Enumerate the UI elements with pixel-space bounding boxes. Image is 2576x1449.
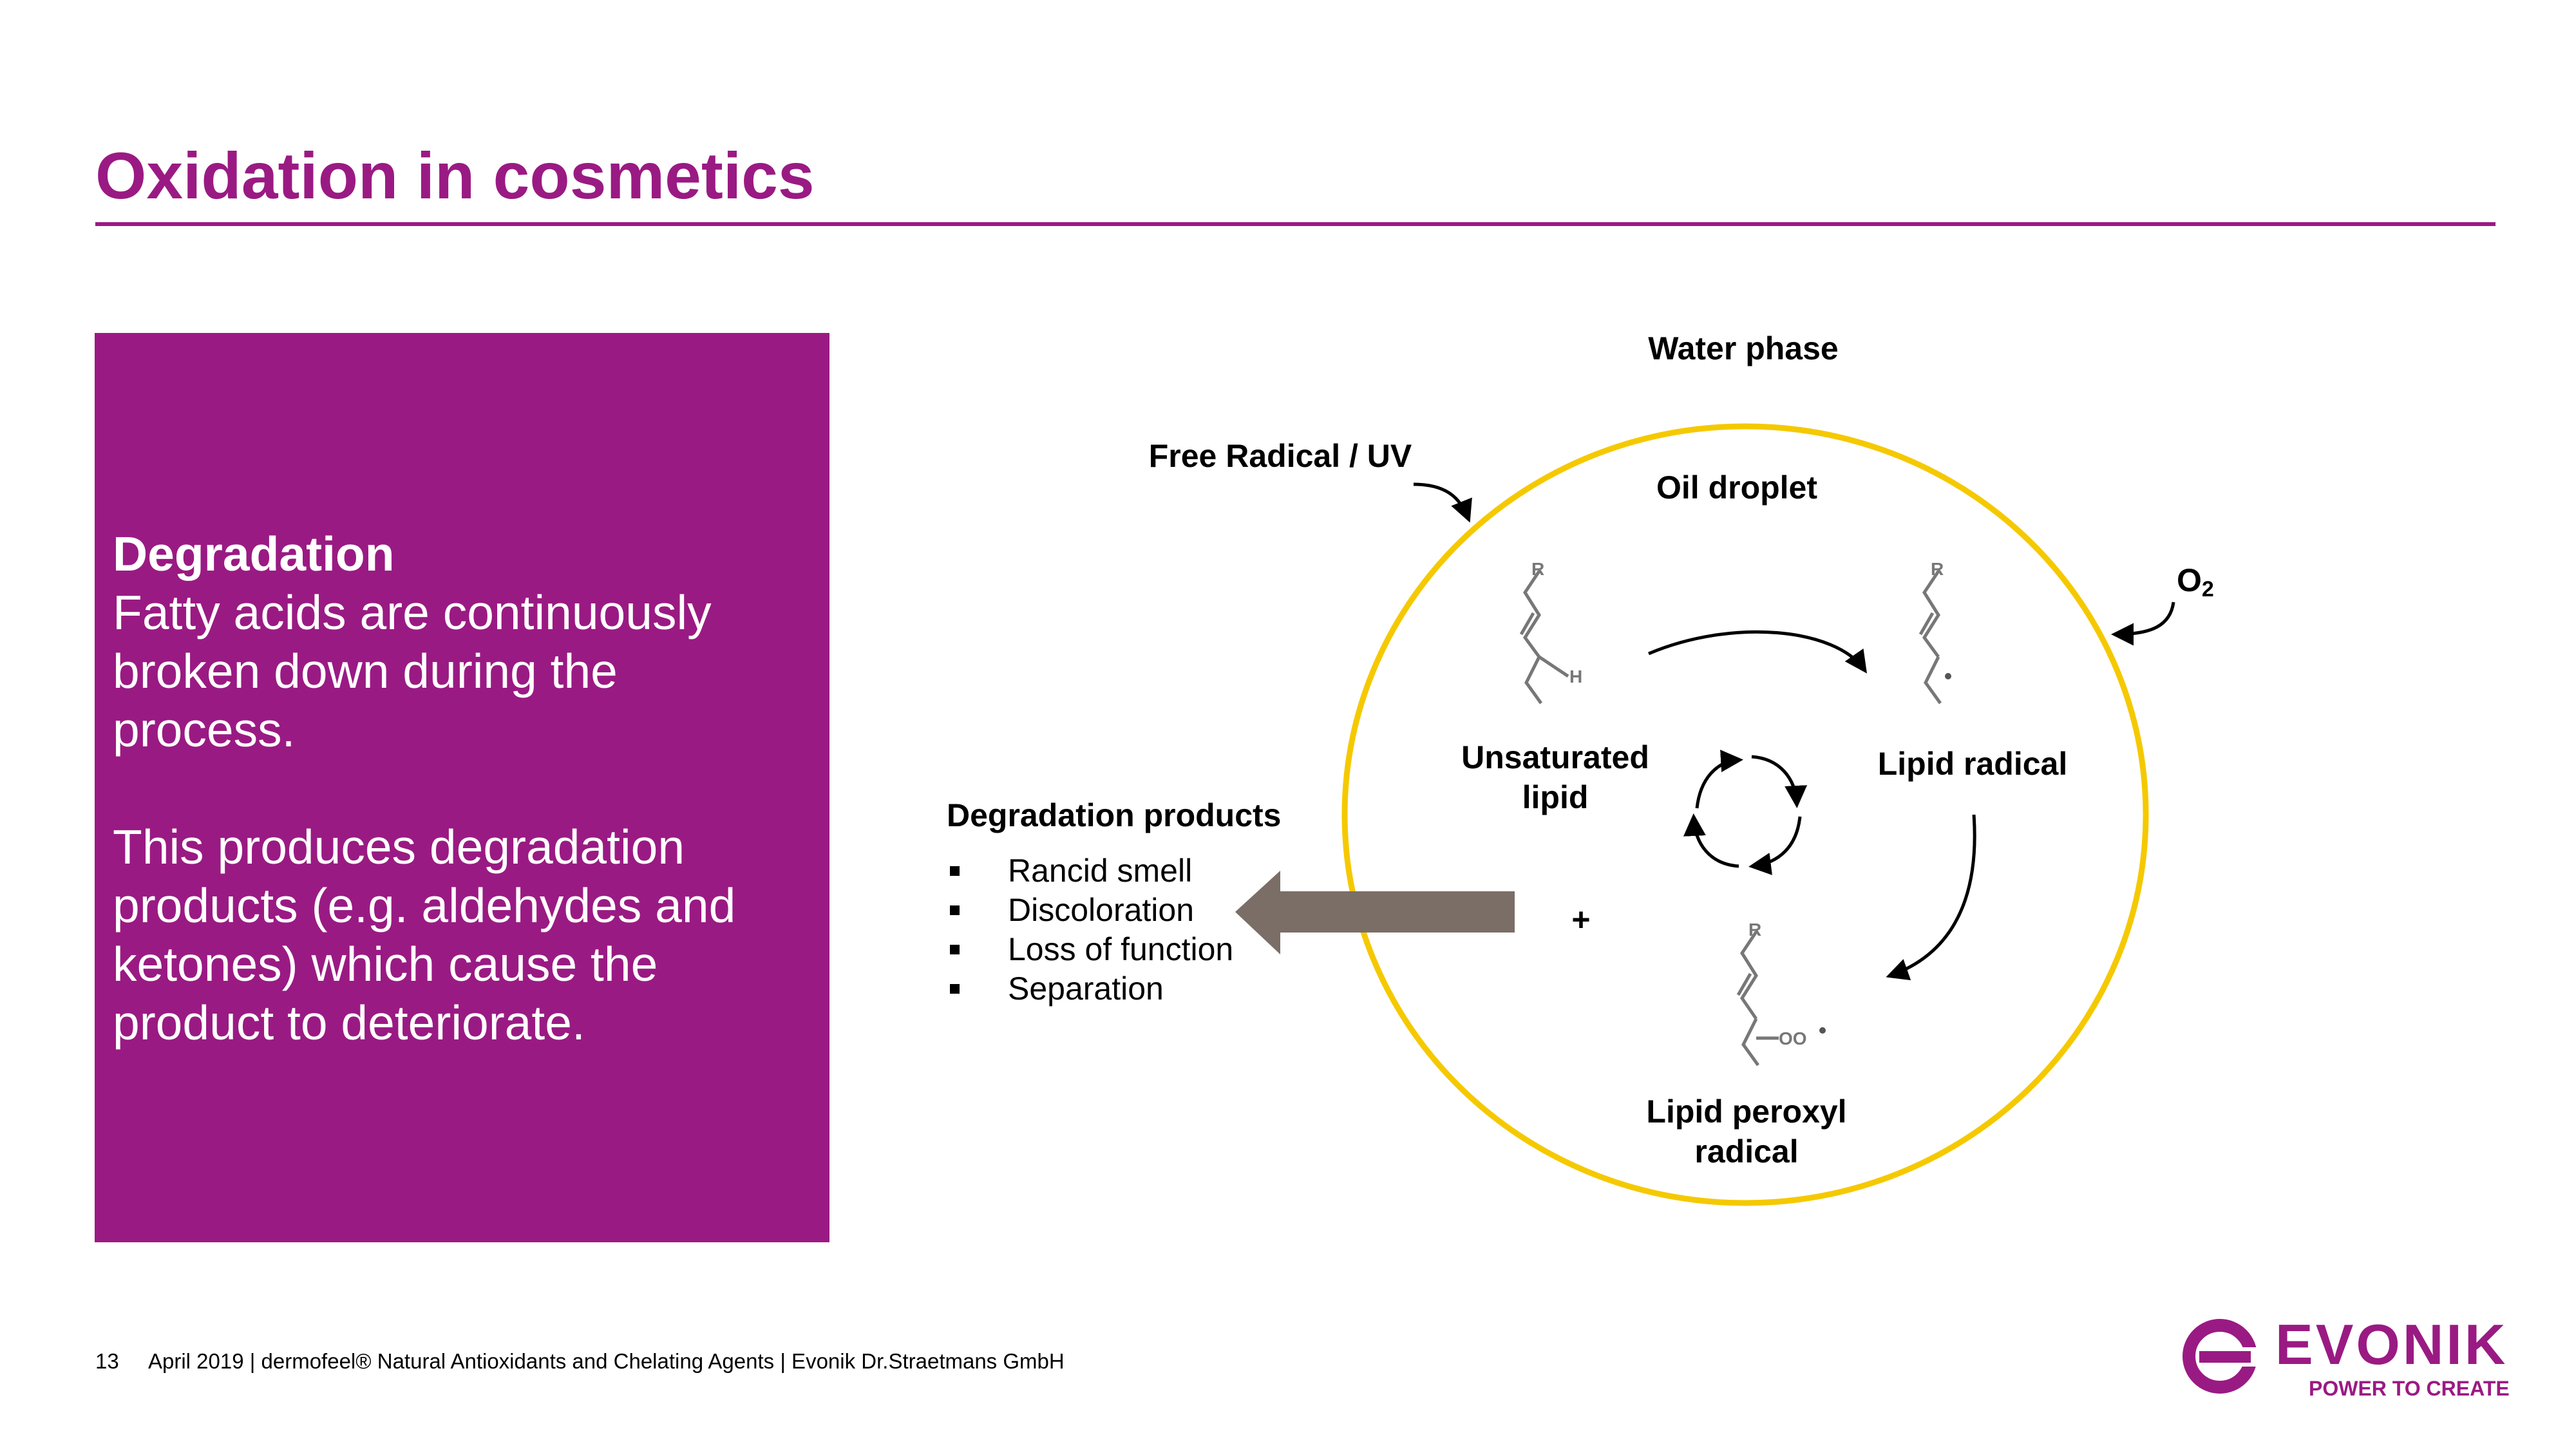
footer-text: April 2019 | dermofeel® Natural Antioxid… — [148, 1349, 1065, 1373]
paragraph-line: products (e.g. aldehydes and — [113, 878, 736, 933]
atom-r-label: R — [1531, 559, 1544, 579]
list-item: Separation — [947, 969, 1233, 1009]
paragraph-line: process. — [113, 703, 296, 757]
water-phase-label: Water phase — [1648, 330, 1839, 366]
atom-r-label: R — [1931, 559, 1944, 579]
paragraph-line: This produces degradation — [113, 820, 685, 874]
list-item: Discoloration — [947, 891, 1233, 930]
free-radical-uv-label: Free Radical / UV — [1148, 438, 1412, 474]
plus-sign: + — [1571, 902, 1591, 938]
lipid-peroxyl-radical-label: Lipid peroxyl radical — [1646, 1094, 1847, 1170]
evonik-e-icon — [2183, 1319, 2264, 1394]
logo-wordmark: EVONIK — [2275, 1312, 2508, 1376]
arrow-to-peroxyl — [1886, 814, 1976, 981]
atom-r-label: R — [1748, 920, 1761, 940]
list-item: Loss of function — [947, 930, 1233, 969]
page-number: 13 — [95, 1349, 119, 1373]
unsaturated-lipid-molecule — [1519, 570, 1569, 705]
paragraph-line: product to deteriorate. — [113, 996, 585, 1050]
evonik-logo: EVONIK POWER TO CREATE — [2180, 1314, 2510, 1404]
oil-droplet-label: Oil droplet — [1656, 469, 1817, 506]
atom-oo-label: OO — [1779, 1028, 1807, 1048]
degradation-products-title: Degradation products — [947, 797, 1282, 833]
paragraph-line: ketones) which cause the — [113, 937, 658, 991]
title-underline — [95, 222, 2496, 226]
paragraph-line: broken down during the — [113, 644, 618, 698]
lipid-radical-molecule — [1918, 570, 1942, 705]
cycle-icon — [1683, 750, 1808, 875]
o2-arrow — [2111, 601, 2175, 646]
degradation-big-arrow — [1235, 871, 1515, 954]
peroxyl-radical-dot — [1819, 1027, 1826, 1034]
oil-droplet-outline — [1341, 423, 2149, 1206]
logo-tagline: POWER TO CREATE — [2309, 1377, 2510, 1400]
o2-label: O2 — [2177, 562, 2214, 601]
degradation-heading: Degradation — [113, 527, 395, 581]
paragraph-line: Fatty acids are continuously — [113, 585, 712, 639]
degradation-panel-text: Degradation Fatty acids are continuously… — [113, 525, 815, 1052]
free-radical-arrow — [1413, 482, 1472, 523]
page-title: Oxidation in cosmetics — [95, 139, 815, 213]
atom-h-label: H — [1569, 667, 1582, 687]
degradation-products-list: Rancid smell Discoloration Loss of funct… — [947, 851, 1233, 1009]
list-item: Rancid smell — [947, 851, 1233, 891]
arrow-to-lipid-radical — [1648, 630, 1867, 674]
unsaturated-lipid-label: Unsaturated lipid — [1461, 739, 1649, 815]
lipid-radical-label: Lipid radical — [1877, 746, 2068, 782]
degradation-panel — [95, 333, 829, 1242]
lipid-peroxyl-molecule — [1736, 931, 1779, 1066]
radical-dot — [1945, 673, 1951, 679]
